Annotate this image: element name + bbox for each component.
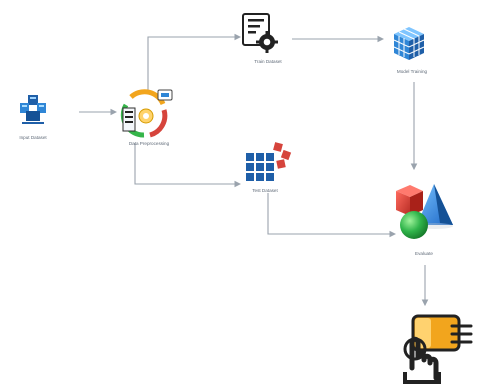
- model-training-node: Model Training: [393, 27, 428, 74]
- train-dataset-node: Train Dataset: [242, 13, 282, 64]
- evaluate-label: Evaluate: [415, 251, 433, 256]
- model-training-label: Model Training: [397, 69, 428, 74]
- test-dataset-label: Test Dataset: [252, 188, 278, 193]
- data-preprocessing-label: Data Preprocessing: [129, 141, 170, 146]
- edge-preprocessing-to-test: [134, 143, 242, 188]
- cube-grid-icon: [393, 27, 425, 60]
- data-preprocessing-label-text: Data Preprocessing: [129, 141, 170, 146]
- data-preprocessing-node: Data Preprocessing: [120, 89, 173, 146]
- edges: [79, 33, 429, 307]
- data-refresh-icon: [120, 89, 173, 138]
- test-dataset-node: Test Dataset: [246, 142, 292, 193]
- settings-document-icon: [242, 13, 278, 53]
- evaluate-node: Evaluate: [396, 184, 453, 256]
- 3d-shapes-icon: [396, 184, 453, 239]
- input-dataset-label: Input Dataset: [19, 135, 47, 140]
- database-cluster-icon: [20, 95, 46, 124]
- input-dataset-node: Input Dataset: [19, 95, 47, 140]
- prediction-node: [403, 314, 473, 384]
- train-dataset-label: Train Dataset: [254, 59, 282, 64]
- tiles-icon: [246, 142, 292, 181]
- edge-test-to-evaluate: [267, 193, 397, 238]
- touch-screen-icon: [403, 314, 473, 384]
- edge-preprocessing-to-train: [147, 33, 242, 90]
